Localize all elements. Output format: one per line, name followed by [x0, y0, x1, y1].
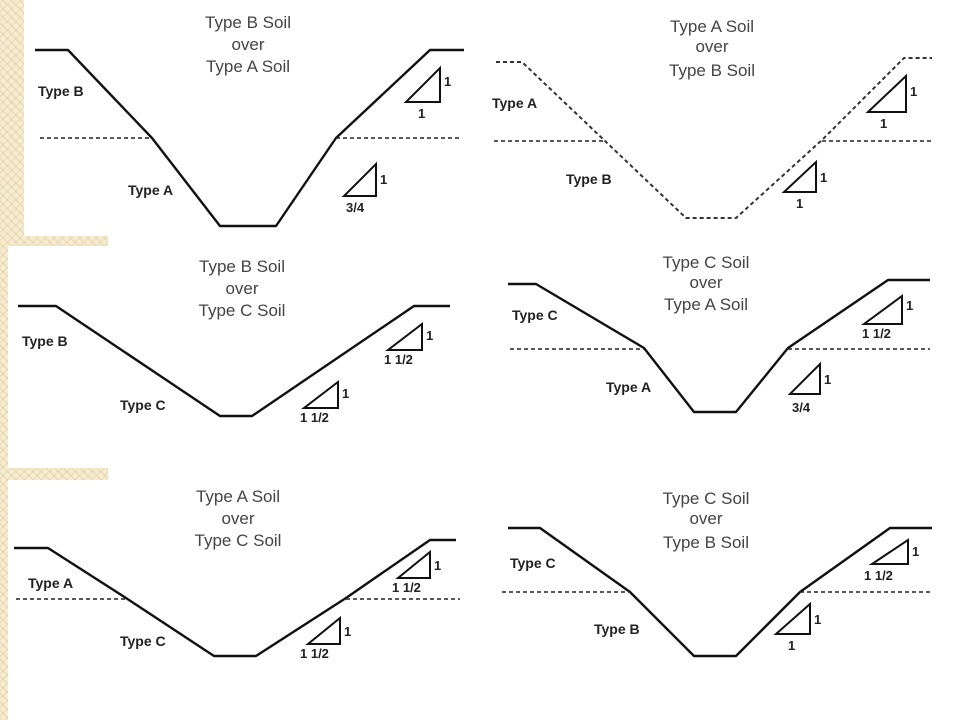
panel-title-line: over	[689, 509, 722, 528]
upper-soil-label: Type A	[28, 575, 73, 591]
slope-rise-label: 1	[824, 372, 831, 387]
panel-title-line: Type A Soil	[206, 57, 290, 76]
panel-backdrop	[8, 480, 484, 720]
lower-soil-label: Type C	[120, 633, 166, 649]
lower-soil-label: Type C	[120, 397, 166, 413]
slope-rise-label: 1	[820, 170, 827, 185]
panel-title-line: Type C Soil	[195, 531, 282, 550]
panel-title-line: over	[695, 37, 728, 56]
slope-run-label: 3/4	[792, 400, 811, 415]
upper-soil-label: Type B	[38, 83, 84, 99]
panel-title-line: Type C Soil	[663, 489, 750, 508]
slope-rise-label: 1	[910, 84, 917, 99]
panel-title-line: Type C Soil	[663, 253, 750, 272]
slope-rise-label: 1	[342, 386, 349, 401]
slope-ratio-triangle	[341, 161, 377, 197]
panel-c-over-b: Type C Soil over Type B Soil Type C Type…	[502, 489, 932, 658]
panel-b-over-c: Type B Soil over Type C Soil Type B Type…	[18, 257, 450, 425]
slope-rise-label: 1	[906, 298, 913, 313]
slope-run-label: 1 1/2	[384, 352, 413, 367]
trench-profile	[18, 304, 450, 418]
slope-ratio-triangle	[305, 615, 341, 645]
trench-profile	[14, 538, 456, 658]
panel-a-over-c: Type A Soil over Type C Soil Type A Type…	[14, 487, 460, 661]
upper-soil-label: Type A	[492, 95, 537, 111]
panel-a-over-b: Type A Soil over Type B Soil Type A Type…	[492, 17, 932, 219]
upper-soil-label: Type C	[510, 555, 556, 571]
slope-rise-label: 1	[814, 612, 821, 627]
panel-title-line: over	[689, 273, 722, 292]
slope-ratio-triangle	[403, 65, 441, 103]
slope-run-label: 1	[418, 106, 425, 121]
panel-title-line: Type B Soil	[669, 61, 755, 80]
slope-ratio-triangle	[395, 549, 431, 579]
slope-ratio-triangle	[301, 379, 339, 409]
slope-rise-label: 1	[444, 74, 451, 89]
lower-soil-label: Type B	[594, 621, 640, 637]
slope-run-label: 1	[788, 638, 795, 653]
trench-profile	[496, 57, 932, 219]
panel-title-line: Type B Soil	[199, 257, 285, 276]
panel-title-line: Type A Soil	[664, 295, 748, 314]
slope-run-label: 1 1/2	[862, 326, 891, 341]
slope-run-label: 3/4	[346, 200, 365, 215]
slope-rise-label: 1	[380, 172, 387, 187]
panel-title-line: over	[231, 35, 264, 54]
lower-soil-label: Type B	[566, 171, 612, 187]
panel-backdrop	[24, 0, 484, 236]
slope-run-label: 1 1/2	[300, 646, 329, 661]
panel-backdrop	[8, 246, 484, 468]
panel-title-line: Type A Soil	[670, 17, 754, 36]
slope-run-label: 1 1/2	[300, 410, 329, 425]
upper-soil-label: Type B	[22, 333, 68, 349]
slope-ratio-triangle	[781, 159, 817, 193]
trench-profile	[508, 526, 932, 658]
slope-run-label: 1 1/2	[392, 580, 421, 595]
slope-rise-label: 1	[426, 328, 433, 343]
slope-run-label: 1	[796, 196, 803, 211]
slope-run-label: 1	[880, 116, 887, 131]
slope-ratio-triangle	[773, 601, 811, 635]
slope-ratio-triangle	[868, 538, 909, 565]
slope-ratio-triangle	[865, 73, 907, 113]
panel-title-line: Type A Soil	[196, 487, 280, 506]
panel-title-line: over	[225, 279, 258, 298]
panel-title-line: Type C Soil	[199, 301, 286, 320]
trench-profile	[35, 48, 464, 228]
slope-rise-label: 1	[344, 624, 351, 639]
slope-ratio-triangle	[787, 361, 821, 395]
slope-ratio-triangle	[385, 321, 423, 351]
slope-ratio-triangle	[860, 294, 903, 325]
panel-title-line: Type B Soil	[663, 533, 749, 552]
panel-title-line: Type B Soil	[205, 13, 291, 32]
upper-soil-label: Type C	[512, 307, 558, 323]
slope-rise-label: 1	[912, 544, 919, 559]
panel-c-over-a: Type C Soil over Type A Soil Type C Type…	[508, 253, 930, 415]
lower-soil-label: Type A	[128, 182, 173, 198]
slope-run-label: 1 1/2	[864, 568, 893, 583]
lower-soil-label: Type A	[606, 379, 651, 395]
trench-profile	[508, 278, 930, 414]
panel-b-over-a: Type B Soil over Type A Soil Type B Type…	[35, 13, 464, 228]
panel-title-line: over	[221, 509, 254, 528]
slope-rise-label: 1	[434, 558, 441, 573]
